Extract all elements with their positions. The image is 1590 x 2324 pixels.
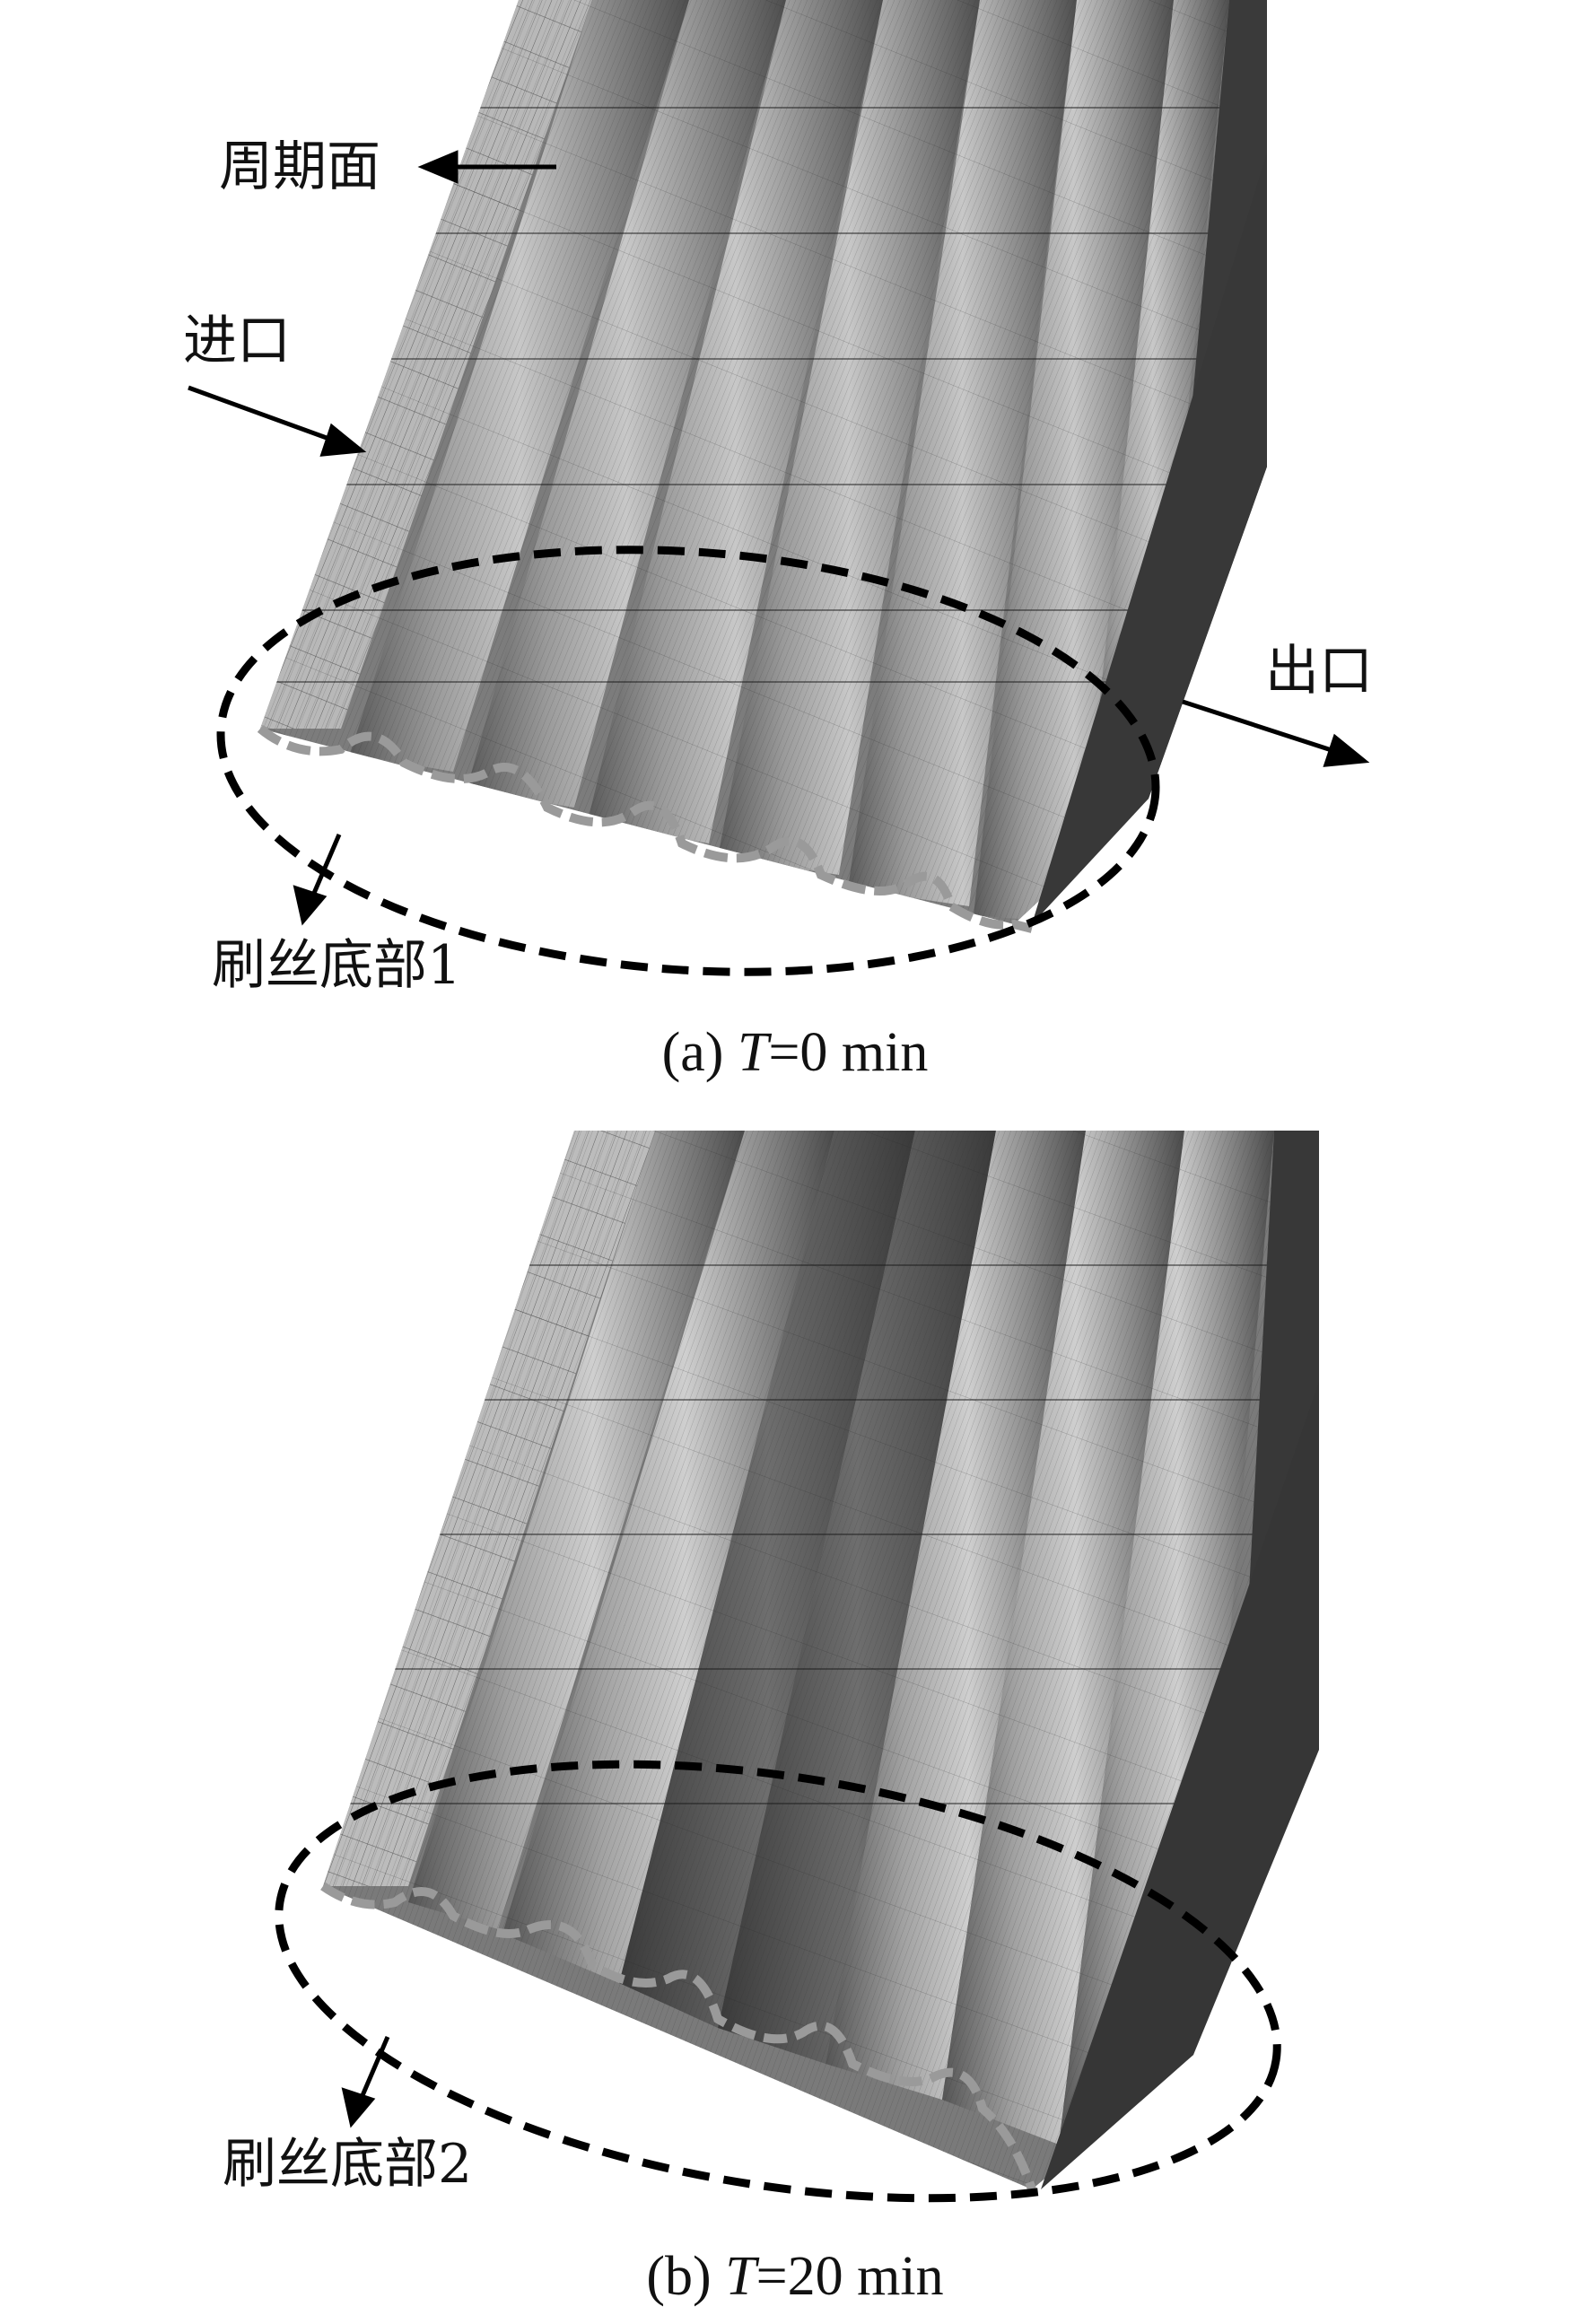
label-inlet: 进口 — [183, 310, 291, 372]
caption-b: (b) T=20 min — [0, 2245, 1590, 2309]
arrow-inlet — [188, 385, 337, 444]
caption-a-prefix: (a) — [661, 1022, 738, 1083]
label-outlet: 出口 — [1265, 640, 1373, 703]
brush-bottom-edge-b — [320, 1882, 1036, 2191]
highlight-ellipse-b — [275, 1760, 1281, 2203]
arrow-periodic-head — [417, 150, 459, 184]
label-bottom-2: 刷丝底部2 — [223, 2133, 473, 2196]
caption-b-var: T — [725, 2246, 756, 2307]
arrow-inlet-head — [319, 423, 367, 457]
highlight-ellipse-a — [216, 546, 1160, 976]
brush-mesh-t0 — [188, 0, 1370, 976]
arrow-outlet-head — [1323, 733, 1370, 767]
label-periodic-face: 周期面 — [219, 135, 380, 198]
panel-a: 周期面 进口 出口 刷丝底部1 (a) T=0 min — [0, 0, 1590, 1122]
caption-b-suffix: =20 min — [756, 2246, 944, 2307]
brush-bottom-edge-a — [257, 725, 1034, 933]
arrow-bottom-b-head — [341, 2087, 376, 2128]
brush-mesh-t20 — [275, 1131, 1319, 2203]
arrow-bottom-b — [358, 2036, 390, 2101]
caption-b-prefix: (b) — [646, 2246, 726, 2307]
panel-b: 刷丝底部2 (b) T=20 min — [0, 1122, 1590, 2324]
label-bottom-1: 刷丝底部1 — [212, 934, 462, 997]
arrow-outlet — [1182, 699, 1338, 755]
caption-a: (a) T=0 min — [0, 1021, 1590, 1085]
caption-a-var: T — [737, 1022, 769, 1083]
arrow-bottom-a-head — [293, 885, 328, 926]
arrow-bottom-a — [310, 834, 342, 898]
caption-a-suffix: =0 min — [768, 1022, 929, 1083]
